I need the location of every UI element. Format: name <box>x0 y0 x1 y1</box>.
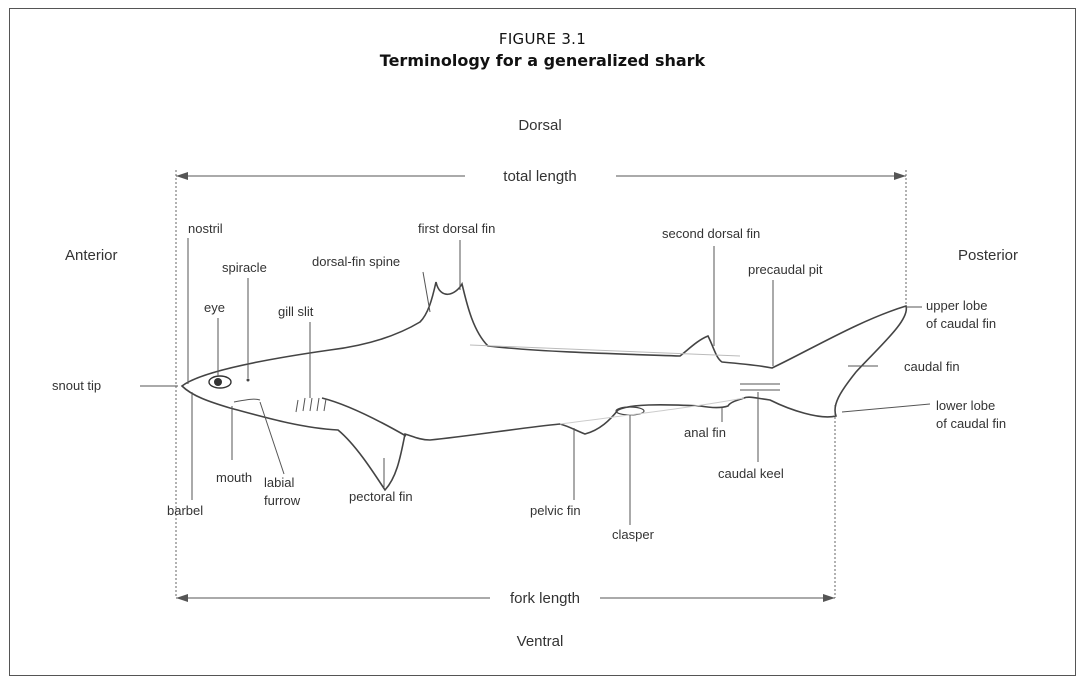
caudal-keel-label: caudal keel <box>718 466 784 481</box>
total-length-bracket: total length <box>176 168 906 598</box>
upper-lobe-label-1: upper lobe <box>926 298 987 313</box>
dorsal-fin-spine-label: dorsal-fin spine <box>312 254 400 269</box>
eye-label: eye <box>204 300 225 315</box>
ventral-label: Ventral <box>517 633 564 650</box>
precaudal-pit-label: precaudal pit <box>748 262 823 277</box>
anal-fin-label: anal fin <box>684 425 726 440</box>
pectoral-fin-label: pectoral fin <box>349 489 413 504</box>
gill-slit-label: gill slit <box>278 304 314 319</box>
upper-lobe-label-2: of caudal fin <box>926 316 996 331</box>
barbel-label: barbel <box>167 503 203 518</box>
clasper-label: clasper <box>612 527 655 542</box>
dorsal-label: Dorsal <box>518 117 561 134</box>
pelvic-fin-label: pelvic fin <box>530 503 581 518</box>
lower-lobe-label-1: lower lobe <box>936 398 995 413</box>
second-dorsal-fin-label: second dorsal fin <box>662 226 760 241</box>
anterior-label: Anterior <box>65 247 118 264</box>
first-dorsal-fin-label: first dorsal fin <box>418 221 495 236</box>
spiracle-label: spiracle <box>222 260 267 275</box>
labial-label-2: furrow <box>264 493 301 508</box>
posterior-label: Posterior <box>958 247 1018 264</box>
snout-tip-label: snout tip <box>52 378 101 393</box>
lower-lobe-label-2: of caudal fin <box>936 416 1006 431</box>
caudal-fin-label: caudal fin <box>904 359 960 374</box>
fork-length-label: fork length <box>510 590 580 607</box>
mouth-label: mouth <box>216 470 252 485</box>
labial-label-1: labial <box>264 475 294 490</box>
total-length-label: total length <box>503 168 576 185</box>
nostril-label: nostril <box>188 221 223 236</box>
